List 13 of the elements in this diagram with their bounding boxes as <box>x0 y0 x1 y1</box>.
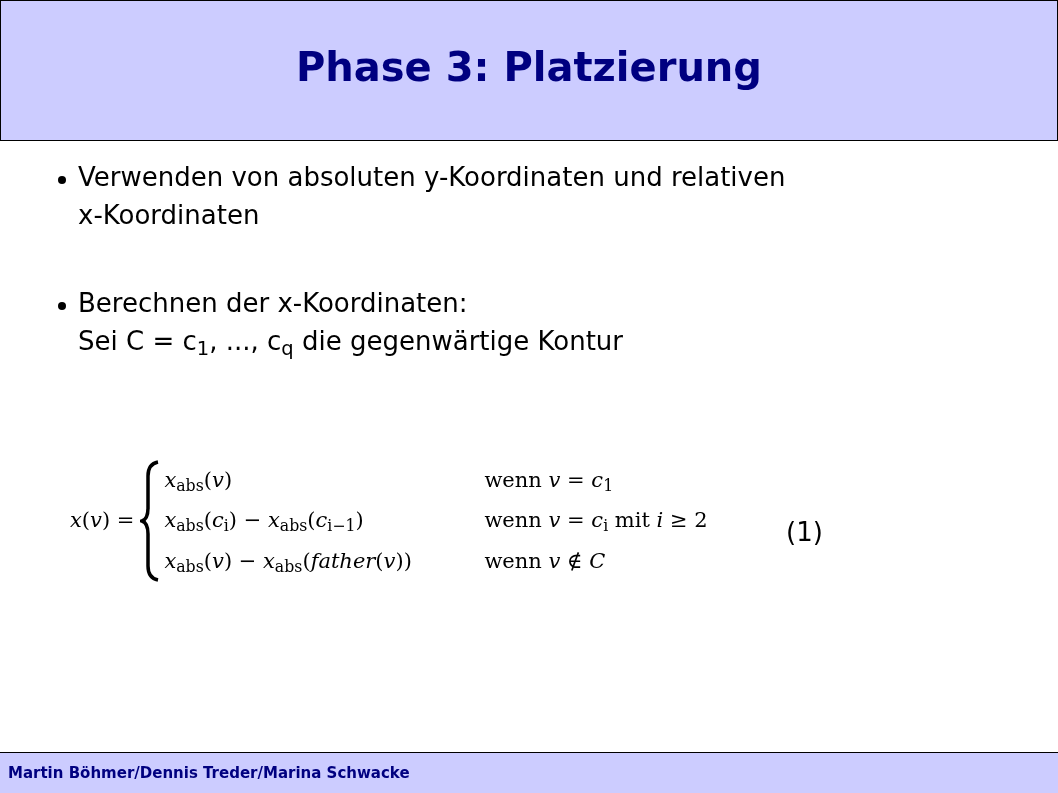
formula-text: wenn v ∉ C <box>484 547 607 575</box>
formula-text: wenn v = c$_{i}$ mit i ≥ 2 <box>484 507 708 537</box>
equation-number: (1) <box>786 516 823 549</box>
formula-text: x$_{abs}$(v) <box>164 466 234 497</box>
formula-text: x$_{abs}$(v) − x$_{abs}$(father(v)) <box>164 547 413 578</box>
footer-authors: Martin Böhmer/Dennis Treder/Marina Schwacke <box>8 762 410 784</box>
formula-text: x$_{abs}$(c$_{i}$) − x$_{abs}$(c$_{i−1}$) <box>164 507 365 537</box>
bullet-text: Verwenden von absoluten y-Koordinaten und relativen x-Koordinaten <box>78 161 787 232</box>
bullet-text: Berechnen der x-Koordinaten: <box>78 287 469 320</box>
formula-text: x(v) = <box>70 507 135 535</box>
slide-title: Phase 3: Platzierung <box>296 42 762 92</box>
formula-text: wenn v = c$_{1}$ <box>484 466 615 497</box>
bullet-text: Sei C = c$_{1}$, ..., c$_{q}$ die gegenwärtige Kontur <box>78 325 624 360</box>
